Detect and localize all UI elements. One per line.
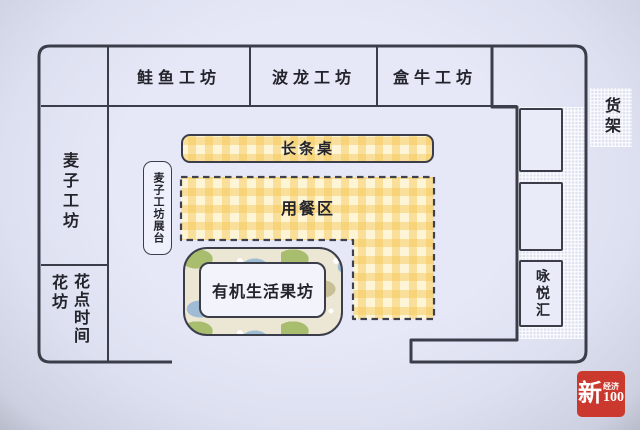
lobster-workshop-label: 波龙工坊 xyxy=(271,70,357,87)
long-table-label: 长条桌 xyxy=(280,141,336,158)
fruit-shop-label: 有机生活果坊 xyxy=(211,284,315,301)
display-stand-label: 麦子工坊展台 xyxy=(152,172,164,244)
interior-walls xyxy=(41,46,517,362)
logo-upper-text: 经济 xyxy=(603,382,619,391)
wheat-workshop-label: 麦子工坊 xyxy=(60,152,77,232)
dining-area-shape xyxy=(179,175,436,321)
beef-workshop-label: 盒牛工坊 xyxy=(392,70,478,87)
logo-main-char: 新 xyxy=(578,381,602,407)
flower-time-label: 花点时间 xyxy=(71,273,88,345)
dining-area-label: 用餐区 xyxy=(280,201,336,218)
salmon-workshop-label: 鲑鱼工坊 xyxy=(136,70,222,87)
shelf-unit-top xyxy=(519,108,563,172)
xinjingji-100-logo: 新 经济 100 xyxy=(577,371,625,417)
fruit-shop-inner xyxy=(199,262,326,318)
wine-shop-label: 咏悦汇 xyxy=(534,268,549,320)
wine-shop-booth xyxy=(519,260,563,327)
long-table-shape xyxy=(181,134,434,163)
logo-number: 100 xyxy=(603,390,624,405)
shelves-label-band xyxy=(590,88,632,147)
display-stand-box xyxy=(143,161,172,255)
shelf-unit-middle xyxy=(519,182,563,251)
outer-wall xyxy=(37,44,588,364)
flower-shop-label: 花坊 xyxy=(49,274,66,312)
shelves-label: 货架 xyxy=(602,97,619,137)
